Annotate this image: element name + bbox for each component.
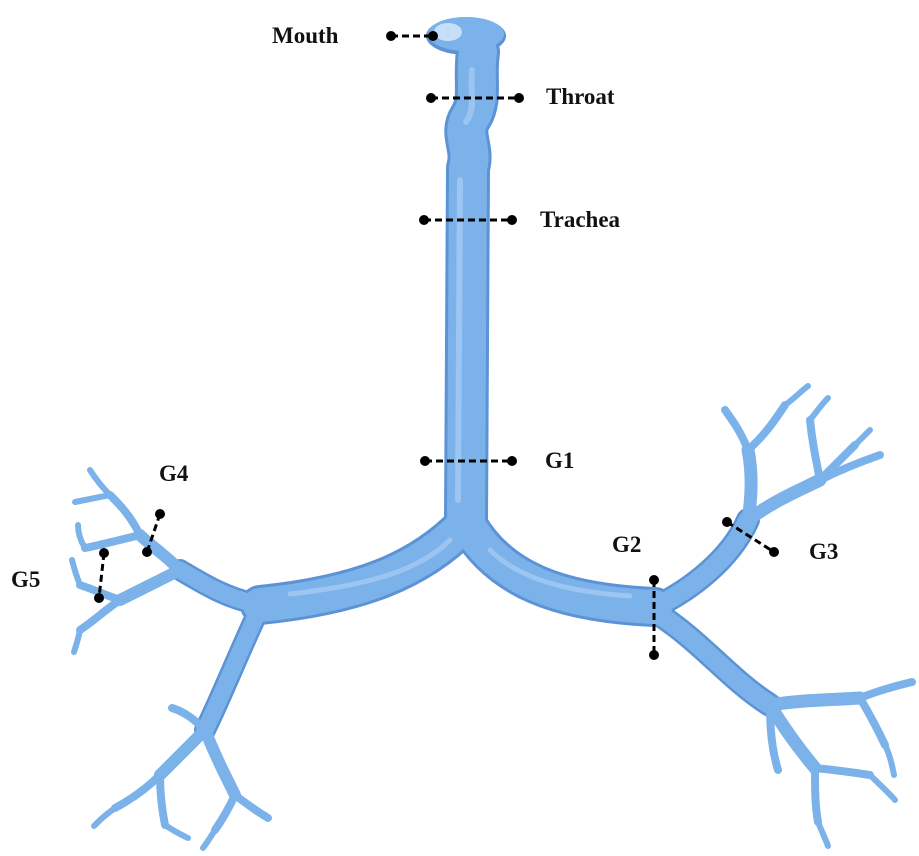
label-mouth: Mouth xyxy=(272,23,339,48)
label-g5: G5 xyxy=(11,567,40,592)
airway-tree xyxy=(72,17,912,848)
label-g1: G1 xyxy=(545,448,574,473)
marker-mouth xyxy=(386,31,438,41)
label-throat: Throat xyxy=(546,84,615,109)
label-g4: G4 xyxy=(159,461,189,486)
label-g2: G2 xyxy=(612,532,641,557)
label-trachea: Trachea xyxy=(540,207,621,232)
label-g3: G3 xyxy=(809,539,838,564)
airway-fill xyxy=(72,17,912,848)
